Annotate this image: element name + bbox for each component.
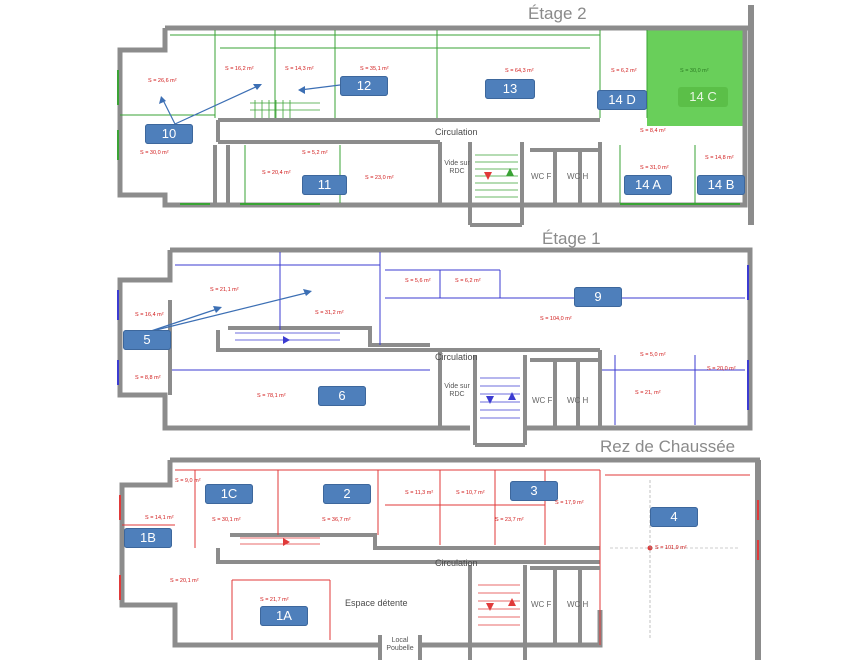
room-13-label: 13: [485, 79, 535, 99]
area-label: S = 20,0 m²: [707, 366, 736, 372]
area-label: S = 21,1 m²: [210, 287, 239, 293]
room-14d-label: 14 D: [597, 90, 647, 110]
area-label: S = 8,8 m²: [135, 375, 161, 381]
area-label: S = 16,4 m²: [135, 312, 164, 318]
area-label: S = 35,1 m²: [360, 66, 389, 72]
area-label: S = 8,4 m²: [640, 128, 666, 134]
room-2-label: 2: [323, 484, 371, 504]
area-label: S = 78,1 m²: [257, 393, 286, 399]
area-label: S = 6,2 m²: [455, 278, 481, 284]
room-5-label: 5: [123, 330, 171, 350]
area-label: S = 5,6 m²: [405, 278, 431, 284]
area-label: S = 20,4 m²: [262, 170, 291, 176]
room-4-label: 4: [650, 507, 698, 527]
area-label: S = 10,7 m²: [456, 490, 485, 496]
room-10-label: 10: [145, 124, 193, 144]
area-label: S = 64,3 m²: [505, 68, 534, 74]
etage1-plan: [117, 247, 753, 447]
etage2-circulation: Circulation: [435, 127, 478, 137]
rdc-wc-h: WC H: [567, 600, 589, 609]
etage1-wc-f: WC F: [532, 396, 553, 405]
etage2-title: Étage 2: [528, 4, 587, 23]
room-9-label: 9: [574, 287, 622, 307]
etage1-circulation: Circulation: [435, 352, 478, 362]
room-6-label: 6: [318, 386, 366, 406]
area-label: S = 101,9 m²: [655, 545, 687, 551]
room-11-label: 11: [302, 175, 347, 195]
etage1-outer-wall: [117, 247, 753, 431]
area-label: S = 30,0 m²: [680, 68, 709, 74]
area-label: S = 11,3 m²: [405, 490, 434, 496]
area-label: S = 5,0 m²: [640, 352, 666, 358]
rdc-wc-f: WC F: [531, 600, 552, 609]
rdc-espace-detente: Espace détente: [345, 598, 408, 608]
room-14b-label: 14 B: [697, 175, 745, 195]
area-label: S = 5,2 m²: [302, 150, 328, 156]
etage2-corridor: [216, 118, 600, 144]
room-14c-highlight: [647, 28, 747, 126]
area-label: S = 21,7 m²: [260, 597, 289, 603]
area-label: S = 36,7 m²: [322, 517, 351, 523]
area-label: S = 20,1 m²: [170, 578, 199, 584]
area-label: S = 23,0 m²: [365, 175, 394, 181]
area-label: S = 21, m²: [635, 390, 661, 396]
etage2-plan: [117, 5, 754, 227]
area-label: S = 26,6 m²: [148, 78, 177, 84]
area-label: S = 16,2 m²: [225, 66, 254, 72]
etage2-wc-f: WC F: [531, 172, 552, 181]
rdc-plan: [119, 457, 761, 660]
etage2-wc-h: WC H: [567, 172, 589, 181]
area-label: S = 23,7 m²: [495, 517, 524, 523]
area-label: S = 104,0 m²: [540, 316, 572, 322]
area-label: S = 9,0 m²: [175, 478, 201, 484]
area-label: S = 6,2 m²: [611, 68, 637, 74]
etage2-vide: Vide sur RDC: [444, 160, 470, 175]
area-label: S = 14,1 m²: [145, 515, 174, 521]
area-label: S = 14,3 m²: [285, 66, 314, 72]
room-14a-label: 14 A: [624, 175, 672, 195]
room-12-label: 12: [340, 76, 388, 96]
area-label: S = 30,1 m²: [212, 517, 241, 523]
rdc-circulation: Circulation: [435, 558, 478, 568]
room-1c-label: 1C: [205, 484, 253, 504]
rdc-local-poubelle: Local Poubelle: [386, 637, 414, 652]
area-label: S = 31,2 m²: [315, 310, 344, 316]
etage1-wc-h: WC H: [567, 396, 589, 405]
etage1-vide: Vide sur RDC: [444, 383, 470, 398]
area-label: S = 30,0 m²: [140, 150, 169, 156]
etage1-title: Étage 1: [542, 229, 601, 248]
room-14c-label: 14 C: [678, 87, 728, 107]
area-label: S = 31,0 m²: [640, 165, 669, 171]
area-label: S = 14,8 m²: [705, 155, 734, 161]
room-3-label: 3: [510, 481, 558, 501]
area-label: S = 17,9 m²: [555, 500, 584, 506]
room-1a-label: 1A: [260, 606, 308, 626]
room-1b-label: 1B: [124, 528, 172, 548]
rdc-title: Rez de Chaussée: [600, 437, 736, 456]
